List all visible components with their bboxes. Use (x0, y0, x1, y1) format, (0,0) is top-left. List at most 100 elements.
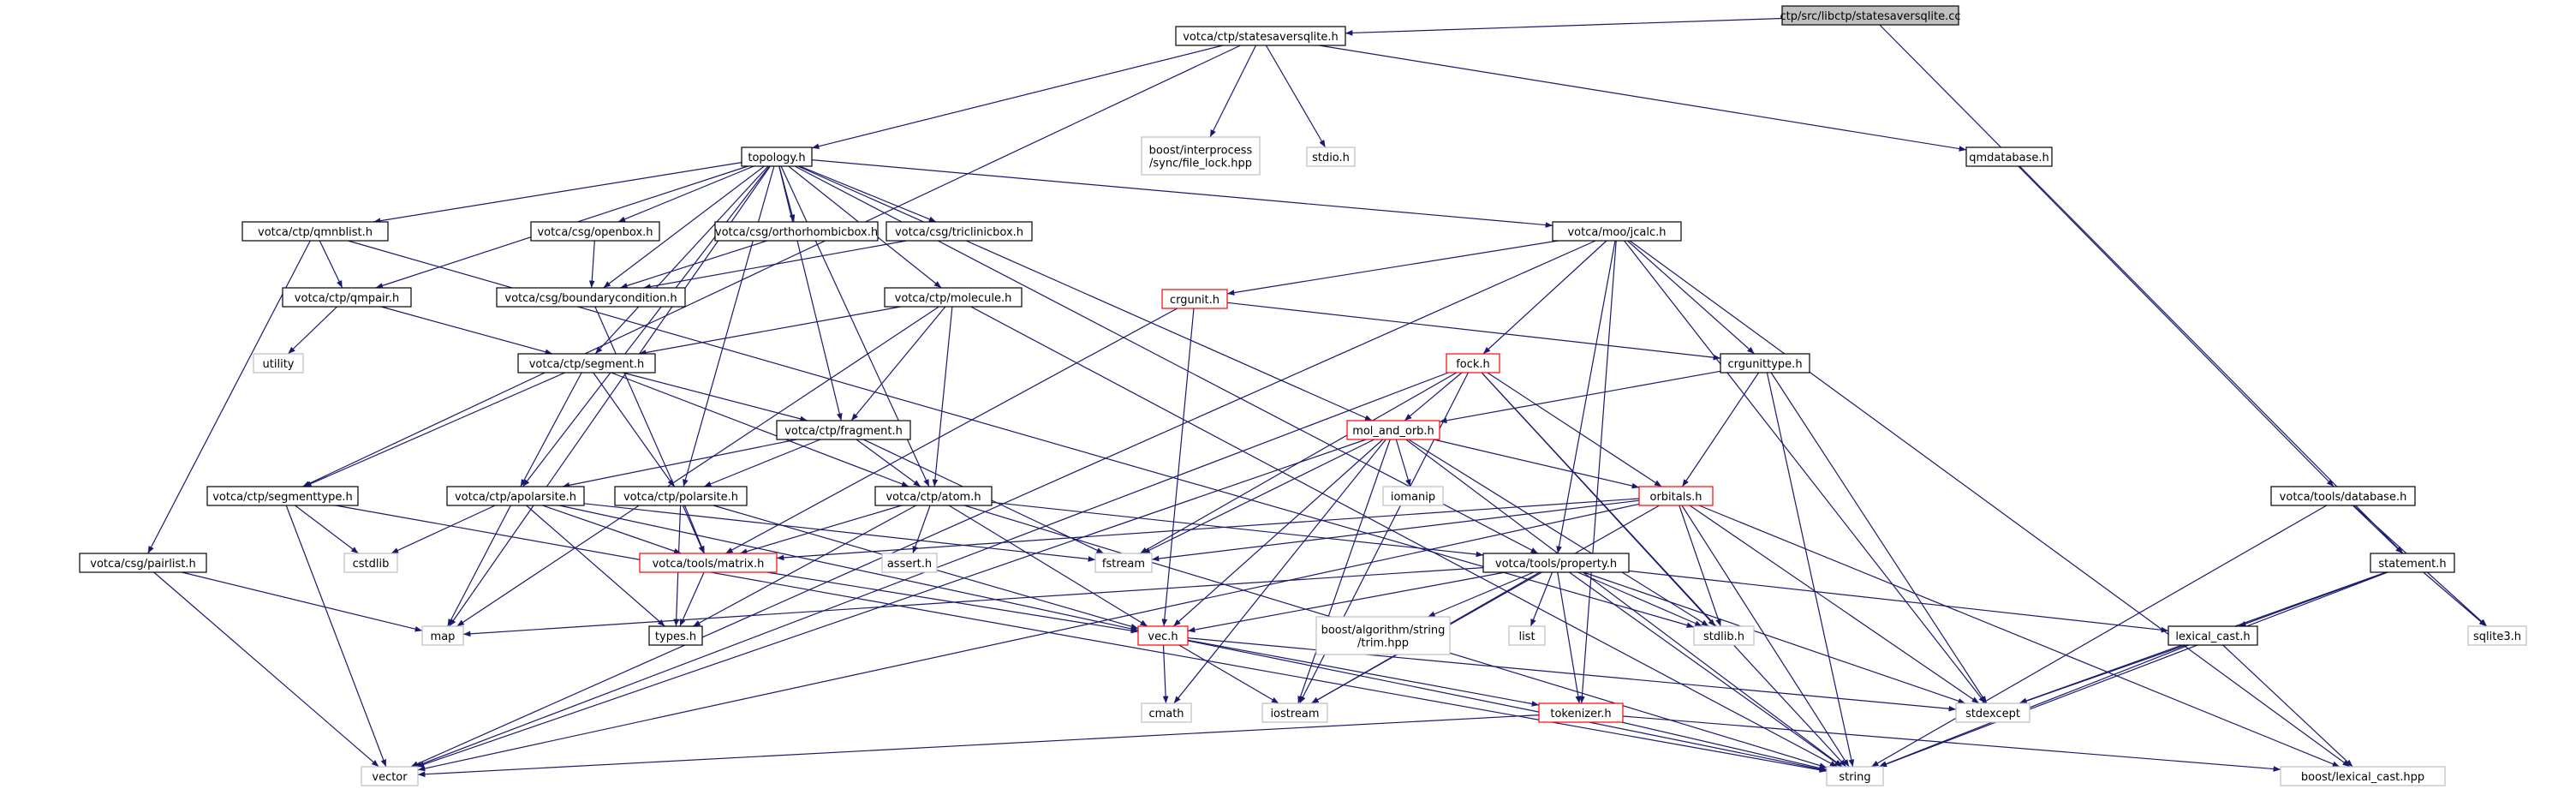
node-label: votca/ctp/atom.h (886, 491, 981, 504)
node-box (648, 625, 703, 646)
node-label: votca/ctp/qmpair.h (295, 292, 399, 305)
edge-molorb-to-fstream (1142, 439, 1374, 554)
node-vector: vector (361, 766, 419, 786)
edge-crgunittype-to-molorb (1439, 370, 1721, 424)
node-qmdatabase[interactable]: qmdatabase.h (1965, 146, 2053, 167)
node-database[interactable]: votca/tools/database.h (2270, 486, 2416, 506)
edge-molorb-to-stdlib (1408, 439, 1709, 627)
edge-crgunittype-to-orbitals (1681, 372, 1760, 487)
node-box (496, 287, 686, 308)
edge-vec-to-stdexcept (1187, 637, 1957, 712)
edge-boundary-to-matrix (594, 306, 705, 554)
node-box (1175, 26, 1346, 46)
node-matrix[interactable]: votca/tools/matrix.h (639, 553, 778, 573)
edge-statesaver-to-segmenttype (302, 45, 1241, 487)
edge-jcalc-to-boostlexical (1629, 240, 2351, 768)
node-stdio: stdio.h (1306, 146, 1356, 167)
edge-qmnblist-to-qmpair (319, 240, 343, 289)
node-label: stdexcept (1965, 708, 2020, 720)
node-molecule[interactable]: votca/ctp/molecule.h (884, 287, 1023, 308)
node-box (206, 486, 359, 506)
node-lexicalcast[interactable]: lexical_cast.h (2168, 625, 2258, 646)
node-fstream: fstream (1094, 553, 1153, 573)
node-jcalc[interactable]: votca/moo/jcalc.h (1552, 221, 1682, 242)
edge-vec-to-cmath (1162, 644, 1169, 704)
node-box (242, 221, 389, 242)
node-apolarsite[interactable]: votca/ctp/apolarsite.h (446, 486, 585, 506)
node-topology[interactable]: topology.h (741, 146, 813, 167)
edge-orbitals-to-stdexcept (1689, 505, 1980, 704)
node-box (1955, 702, 2030, 723)
edge-fragment-to-atom (856, 439, 921, 487)
node-label: vec.h (1148, 631, 1178, 643)
edge-segmenttype-to-cstdlib (295, 505, 359, 554)
node-box (79, 553, 207, 573)
node-label: qmdatabase.h (1969, 152, 2049, 164)
node-segmenttype[interactable]: votca/ctp/segmenttype.h (206, 486, 359, 506)
node-pairlist[interactable]: votca/csg/pairlist.h (79, 553, 207, 573)
edge-property-to-stdlib (1577, 571, 1702, 627)
node-label: stdlib.h (1703, 631, 1744, 643)
node-label: votca/csg/orthorhombicbox.h (715, 226, 878, 239)
node-vec[interactable]: vec.h (1137, 625, 1189, 646)
node-fragment[interactable]: votca/ctp/fragment.h (776, 420, 911, 440)
node-orbitals[interactable]: orbitals.h (1638, 486, 1714, 506)
edge-segment-to-segmenttype (303, 372, 566, 487)
edge-vec-to-string (1187, 640, 1828, 772)
node-box (1781, 5, 1959, 26)
node-crgunittype[interactable]: crgunittype.h (1720, 353, 1810, 374)
node-box (253, 353, 304, 374)
node-triclinic[interactable]: votca/csg/triclinicbox.h (886, 221, 1033, 242)
edge-fragment-to-apolarsite (562, 439, 797, 488)
node-polarsite[interactable]: votca/ctp/polarsite.h (614, 486, 748, 506)
node-stdexcept: stdexcept (1955, 702, 2030, 723)
edge-molorb-to-cmath (1173, 439, 1386, 704)
edge-topology-to-segment (594, 165, 769, 355)
node-cmath: cmath (1141, 702, 1192, 723)
node-box (530, 221, 660, 242)
node-box (639, 553, 778, 573)
node-box (1261, 702, 1328, 723)
node-box (2270, 486, 2416, 506)
node-statement[interactable]: statement.h (2370, 553, 2455, 573)
node-property[interactable]: votca/tools/property.h (1482, 553, 1630, 573)
node-crgunit[interactable]: crgunit.h (1161, 289, 1228, 309)
node-openbox[interactable]: votca/csg/openbox.h (530, 221, 660, 242)
node-fock[interactable]: fock.h (1446, 353, 1500, 374)
edges-layer (147, 17, 2488, 778)
node-cstdlib: cstdlib (343, 553, 398, 573)
edge-property-to-string (1569, 571, 1842, 768)
edge-jcalc-to-crgunit (1226, 240, 1559, 296)
edge-segmenttype-to-vector (285, 505, 387, 768)
edge-polarsite-to-matrix (683, 505, 706, 554)
node-box (1638, 486, 1714, 506)
edge-lexicalcast-to-stdexcept (2019, 644, 2186, 704)
node-boundary[interactable]: votca/csg/boundarycondition.h (496, 287, 686, 308)
node-root[interactable]: ctp/src/libctp/statesaversqlite.cc (1780, 5, 1961, 26)
edge-molorb-to-iostream (1297, 439, 1391, 704)
edge-triclinic-to-boundary (643, 240, 907, 290)
node-types[interactable]: types.h (648, 625, 703, 646)
node-qmnblist[interactable]: votca/ctp/qmnblist.h (242, 221, 389, 242)
node-atom[interactable]: votca/ctp/atom.h (874, 486, 993, 506)
edge-molorb-to-vector (416, 439, 1367, 768)
edge-molorb-to-orbitals (1433, 439, 1640, 489)
edge-orbitals-to-boostlexical (1698, 505, 2340, 768)
node-segment[interactable]: votca/ctp/segment.h (517, 353, 656, 374)
edge-property-to-list (1530, 571, 1553, 627)
edge-pairlist-to-vector (153, 571, 379, 768)
node-box (1346, 420, 1440, 440)
node-label: votca/ctp/qmnblist.h (258, 226, 373, 239)
edge-crgunittype-to-stdexcept (1770, 372, 1988, 704)
edge-tokenizer-to-boostlexical (1622, 715, 2281, 772)
node-tokenizer[interactable]: tokenizer.h (1538, 702, 1624, 723)
edge-topology-to-polarsite (683, 165, 775, 487)
node-molorb[interactable]: mol_and_orb.h (1346, 420, 1440, 440)
node-label: fstream (1102, 558, 1145, 571)
node-qmpair[interactable]: votca/ctp/qmpair.h (282, 287, 412, 308)
node-box (1382, 486, 1444, 506)
edge-tokenizer-to-string (1621, 721, 1828, 771)
node-orthorhombic[interactable]: votca/csg/orthorhombicbox.h (714, 221, 879, 242)
node-statesaver[interactable]: votca/ctp/statesaversqlite.h (1175, 26, 1346, 46)
